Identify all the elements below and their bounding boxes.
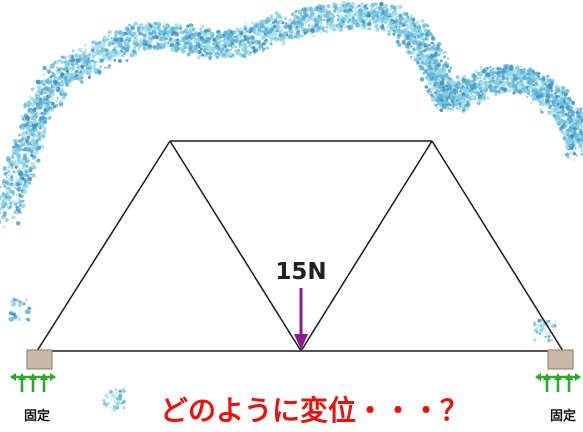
left-support-block — [26, 349, 53, 370]
cloud-decoration — [0, 0, 583, 412]
load-label: 15N — [275, 259, 326, 285]
truss-member-right-end — [431, 140, 564, 352]
truss-member-right-diagonal — [300, 140, 433, 352]
truss-member-left-end — [36, 140, 171, 352]
truss-frame — [36, 140, 564, 352]
left-fixed-support: 固定 — [10, 349, 56, 424]
left-support-label: 固定 — [24, 408, 50, 424]
right-fixed-support: 固定 — [535, 349, 581, 424]
load-arrow — [294, 288, 308, 350]
truss-member-left-diagonal — [169, 140, 302, 352]
right-support-block — [547, 349, 574, 370]
right-support-label: 固定 — [550, 408, 576, 424]
right-fixed-support-icon — [535, 373, 581, 392]
displacement-question: どのように変位・・・？ — [160, 394, 468, 427]
left-fixed-support-icon — [10, 373, 56, 392]
load-arrow-head — [294, 334, 308, 350]
